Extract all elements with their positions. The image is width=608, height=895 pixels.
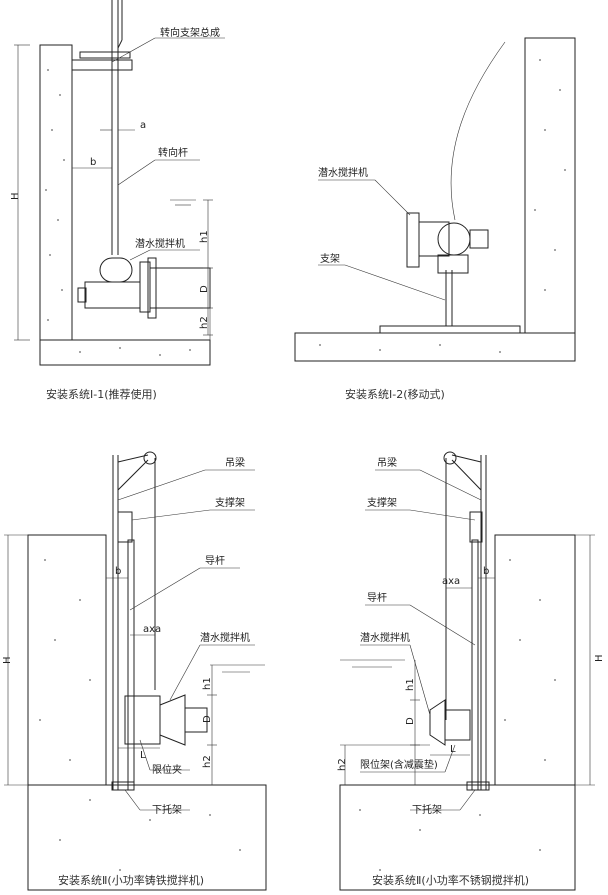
diagram-install-system-2-stainless (339, 451, 595, 891)
concrete-hatch (359, 559, 556, 871)
caption-system-2-cast-iron: 安装系统Ⅱ(小功率铸铁搅拌机) (58, 873, 204, 887)
power-cable (450, 41, 506, 221)
dim-h1-4: h1 (405, 678, 416, 691)
label-support: 支架 (320, 253, 340, 265)
dim-H-1: H (10, 192, 21, 200)
label-bottom-bracket-4: 下托架 (412, 803, 442, 816)
label-submersible-mixer-1: 潜水搅拌机 (135, 237, 185, 250)
label-hoist-beam-4: 吊梁 (377, 456, 397, 469)
label-support-frame-3: 支撑架 (215, 496, 245, 509)
label-submersible-mixer-3: 潜水搅拌机 (200, 631, 250, 644)
turning-bracket-plate (71, 59, 133, 71)
label-limit-clamp: 限位夹 (152, 763, 182, 776)
dim-h2-1: h2 (199, 316, 210, 329)
diagram-install-system-2-cast-iron (4, 451, 267, 891)
concrete-floor (39, 339, 211, 366)
diagram-install-system-1-2 (294, 37, 576, 362)
dim-h1-1: h1 (199, 230, 210, 243)
dim-axa-4: axa (442, 576, 460, 587)
mixer-body (124, 695, 161, 745)
concrete-floor (339, 784, 576, 891)
mixer-propeller (429, 699, 446, 746)
concrete-hatch (319, 59, 566, 353)
concrete-floor (27, 784, 267, 891)
diagram-install-system-1-1 (14, 0, 225, 366)
label-support-frame-4: 支撑架 (367, 496, 397, 509)
concrete-wall (494, 534, 576, 786)
dim-h2-4: h2 (337, 758, 348, 771)
label-guide-rod-3: 导杆 (205, 555, 225, 567)
mixer-motor (84, 281, 141, 309)
dim-axa-3: axa (143, 624, 161, 635)
label-limit-frame: 限位架(含减震垫) (360, 758, 438, 771)
label-submersible-mixer-4: 潜水搅拌机 (360, 631, 410, 644)
dim-L-3: L (140, 750, 146, 761)
dim-H-4: H (594, 654, 605, 662)
dim-b-4: b (483, 566, 489, 577)
concrete-hatch (45, 69, 191, 356)
mixer-head (437, 222, 471, 256)
dim-h2-3: h2 (202, 755, 213, 768)
bottom-bracket (111, 781, 135, 791)
dim-b-1: b (90, 157, 96, 168)
dim-b-3: b (115, 566, 121, 577)
concrete-hatch (39, 559, 241, 871)
label-turning-rod: 转向杆 (158, 146, 188, 159)
concrete-wall (524, 37, 576, 334)
caption-system-1-2: 安装系统Ⅰ-2(移动式) (345, 387, 445, 401)
concrete-floor (294, 332, 576, 362)
mixer-body (418, 221, 450, 257)
mixer-propeller-zone (149, 267, 211, 309)
bottom-bracket (466, 781, 490, 791)
turning-bracket-top (79, 51, 131, 59)
dim-D-4: D (405, 717, 416, 725)
dim-h1-3: h1 (202, 677, 213, 690)
label-submersible-mixer-2: 潜水搅拌机 (318, 166, 368, 179)
dim-D-3: D (202, 715, 213, 723)
dim-L-4: L (450, 744, 456, 755)
dim-D-1: D (199, 285, 210, 293)
concrete-wall (39, 44, 73, 341)
label-hoist-beam-3: 吊梁 (225, 456, 245, 469)
label-bottom-bracket-3: 下托架 (152, 803, 182, 816)
mixer-propeller (159, 694, 186, 746)
label-guide-rod-4: 导杆 (367, 592, 387, 604)
mixer-guide-head (99, 257, 133, 283)
concrete-wall (27, 534, 107, 786)
caption-system-2-stainless: 安装系统Ⅱ(小功率不锈钢搅拌机) (372, 873, 529, 887)
mixer-body (444, 709, 471, 741)
dim-a-1: a (140, 120, 146, 131)
label-turning-bracket-assembly: 转向支架总成 (160, 26, 220, 39)
caption-system-1-1: 安装系统Ⅰ-1(推荐使用) (46, 387, 157, 401)
support-base (379, 325, 521, 334)
dim-H-3: H (2, 656, 13, 664)
